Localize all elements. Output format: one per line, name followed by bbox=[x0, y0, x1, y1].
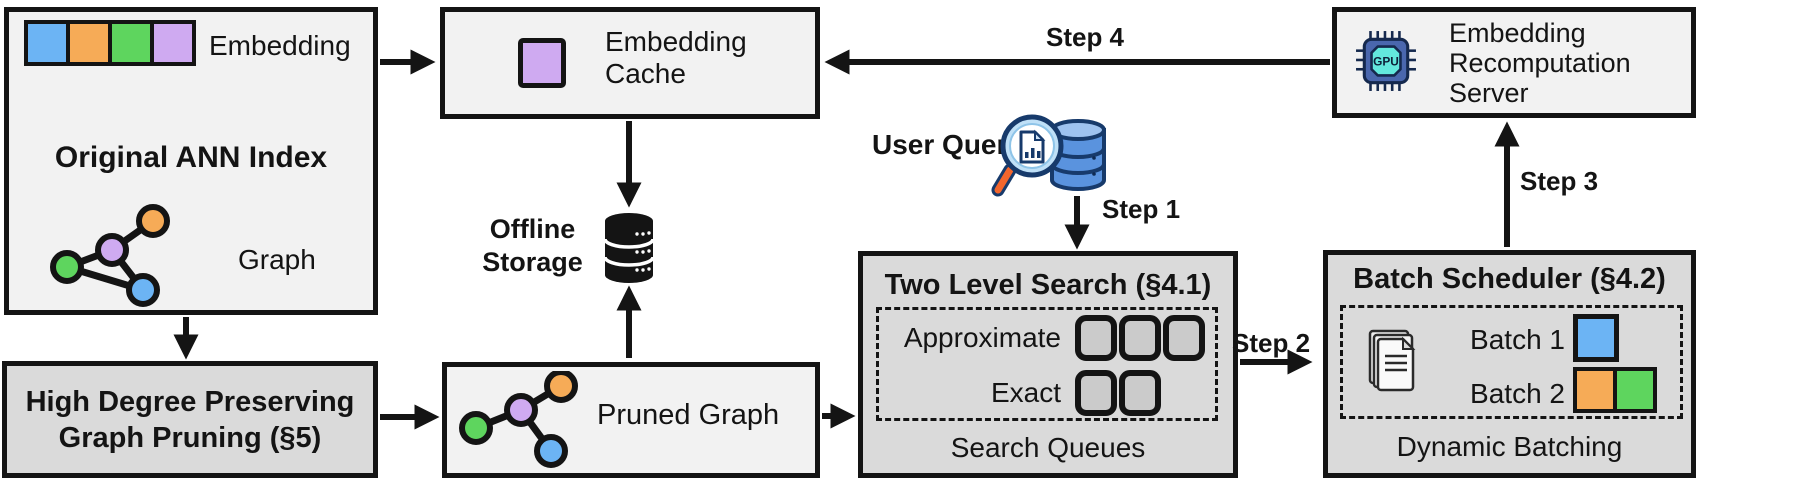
gpu-chip-icon: GPU bbox=[1356, 31, 1416, 91]
approximate-label: Approximate bbox=[903, 322, 1061, 353]
embedding-vector-icon bbox=[24, 20, 196, 66]
graph-nodes-icon bbox=[50, 204, 170, 307]
embedding-cell-orange bbox=[70, 24, 108, 62]
two-level-search-title: Two Level Search (§4.1) bbox=[884, 269, 1212, 301]
offline-storage-label-line1: Offline bbox=[489, 214, 576, 244]
batch-scheduler-box: Batch Scheduler (§4.2) Batch 1 Batch 2 bbox=[1323, 250, 1696, 478]
search-queues-footer: Search Queues bbox=[950, 432, 1146, 463]
offline-storage-label: Offline Storage bbox=[470, 213, 595, 279]
step2-label: Step 2 bbox=[1232, 328, 1311, 358]
exact-queue-icons bbox=[1075, 370, 1161, 416]
dynamic-batching-panel: Batch 1 Batch 2 bbox=[1340, 305, 1683, 419]
original-ann-index-title: Original ANN Index bbox=[54, 141, 328, 174]
search-queues-panel: Approximate Exact bbox=[876, 307, 1218, 421]
dynamic-batching-footer: Dynamic Batching bbox=[1396, 431, 1623, 462]
embedding-cache-title-line2: Cache bbox=[605, 58, 686, 89]
cached-embedding-icon bbox=[518, 38, 566, 88]
queue-slot-icon bbox=[1075, 370, 1117, 416]
batch2-label: Batch 2 bbox=[1470, 378, 1565, 409]
step1-label: Step 1 bbox=[1102, 194, 1181, 224]
graph-pruning-box: High Degree Preserving Graph Pruning (§5… bbox=[2, 361, 378, 478]
batch-scheduler-title: Batch Scheduler (§4.2) bbox=[1353, 263, 1666, 295]
batch2-items bbox=[1573, 367, 1657, 413]
original-ann-index-box: Embedding Original ANN Index Graph bbox=[4, 7, 378, 315]
queue-slot-icon bbox=[1119, 370, 1161, 416]
pruned-graph-box: Pruned Graph bbox=[442, 362, 820, 478]
embedding-cache-title-line1: Embedding bbox=[605, 26, 747, 57]
batch1-label: Batch 1 bbox=[1470, 324, 1565, 355]
gpu-chip-label: GPU bbox=[1373, 55, 1399, 69]
graph-label: Graph bbox=[238, 244, 316, 275]
queue-slot-icon bbox=[1119, 315, 1161, 361]
approximate-queue-icons bbox=[1075, 315, 1205, 361]
server-title-line1: Embedding bbox=[1449, 18, 1586, 48]
offline-storage-label-line2: Storage bbox=[482, 247, 583, 277]
pruned-graph-label: Pruned Graph bbox=[597, 399, 780, 431]
graph-pruning-title-line2: Graph Pruning (§5) bbox=[58, 421, 322, 454]
pruned-graph-nodes-icon bbox=[459, 371, 578, 468]
magnifier-database-icon bbox=[991, 114, 1106, 197]
batch1-item-blue bbox=[1573, 314, 1619, 362]
embedding-cell-green bbox=[112, 24, 150, 62]
database-icon bbox=[603, 213, 655, 283]
queue-slot-icon bbox=[1163, 315, 1205, 361]
recomputation-server-box: GPU Embedding Recomputation Server bbox=[1332, 7, 1696, 118]
embedding-cell-purple bbox=[154, 24, 192, 62]
embedding-label: Embedding bbox=[209, 30, 351, 61]
batch2-item-green bbox=[1617, 371, 1653, 409]
exact-label: Exact bbox=[990, 377, 1061, 408]
two-level-search-box: Two Level Search (§4.1) Approximate Exac… bbox=[858, 251, 1238, 478]
documents-icon bbox=[1368, 329, 1416, 392]
queue-slot-icon bbox=[1075, 315, 1117, 361]
graph-pruning-title-line1: High Degree Preserving bbox=[25, 385, 355, 418]
server-title-line3: Server bbox=[1449, 78, 1529, 108]
batch2-item-orange bbox=[1577, 371, 1613, 409]
user-query-label: User Query bbox=[872, 129, 1023, 160]
step4-label: Step 4 bbox=[1045, 22, 1125, 52]
embedding-cell-blue bbox=[28, 24, 66, 62]
embedding-cache-box: Embedding Cache bbox=[440, 7, 820, 119]
server-title-line2: Recomputation bbox=[1449, 48, 1631, 78]
step3-label: Step 3 bbox=[1520, 166, 1599, 196]
